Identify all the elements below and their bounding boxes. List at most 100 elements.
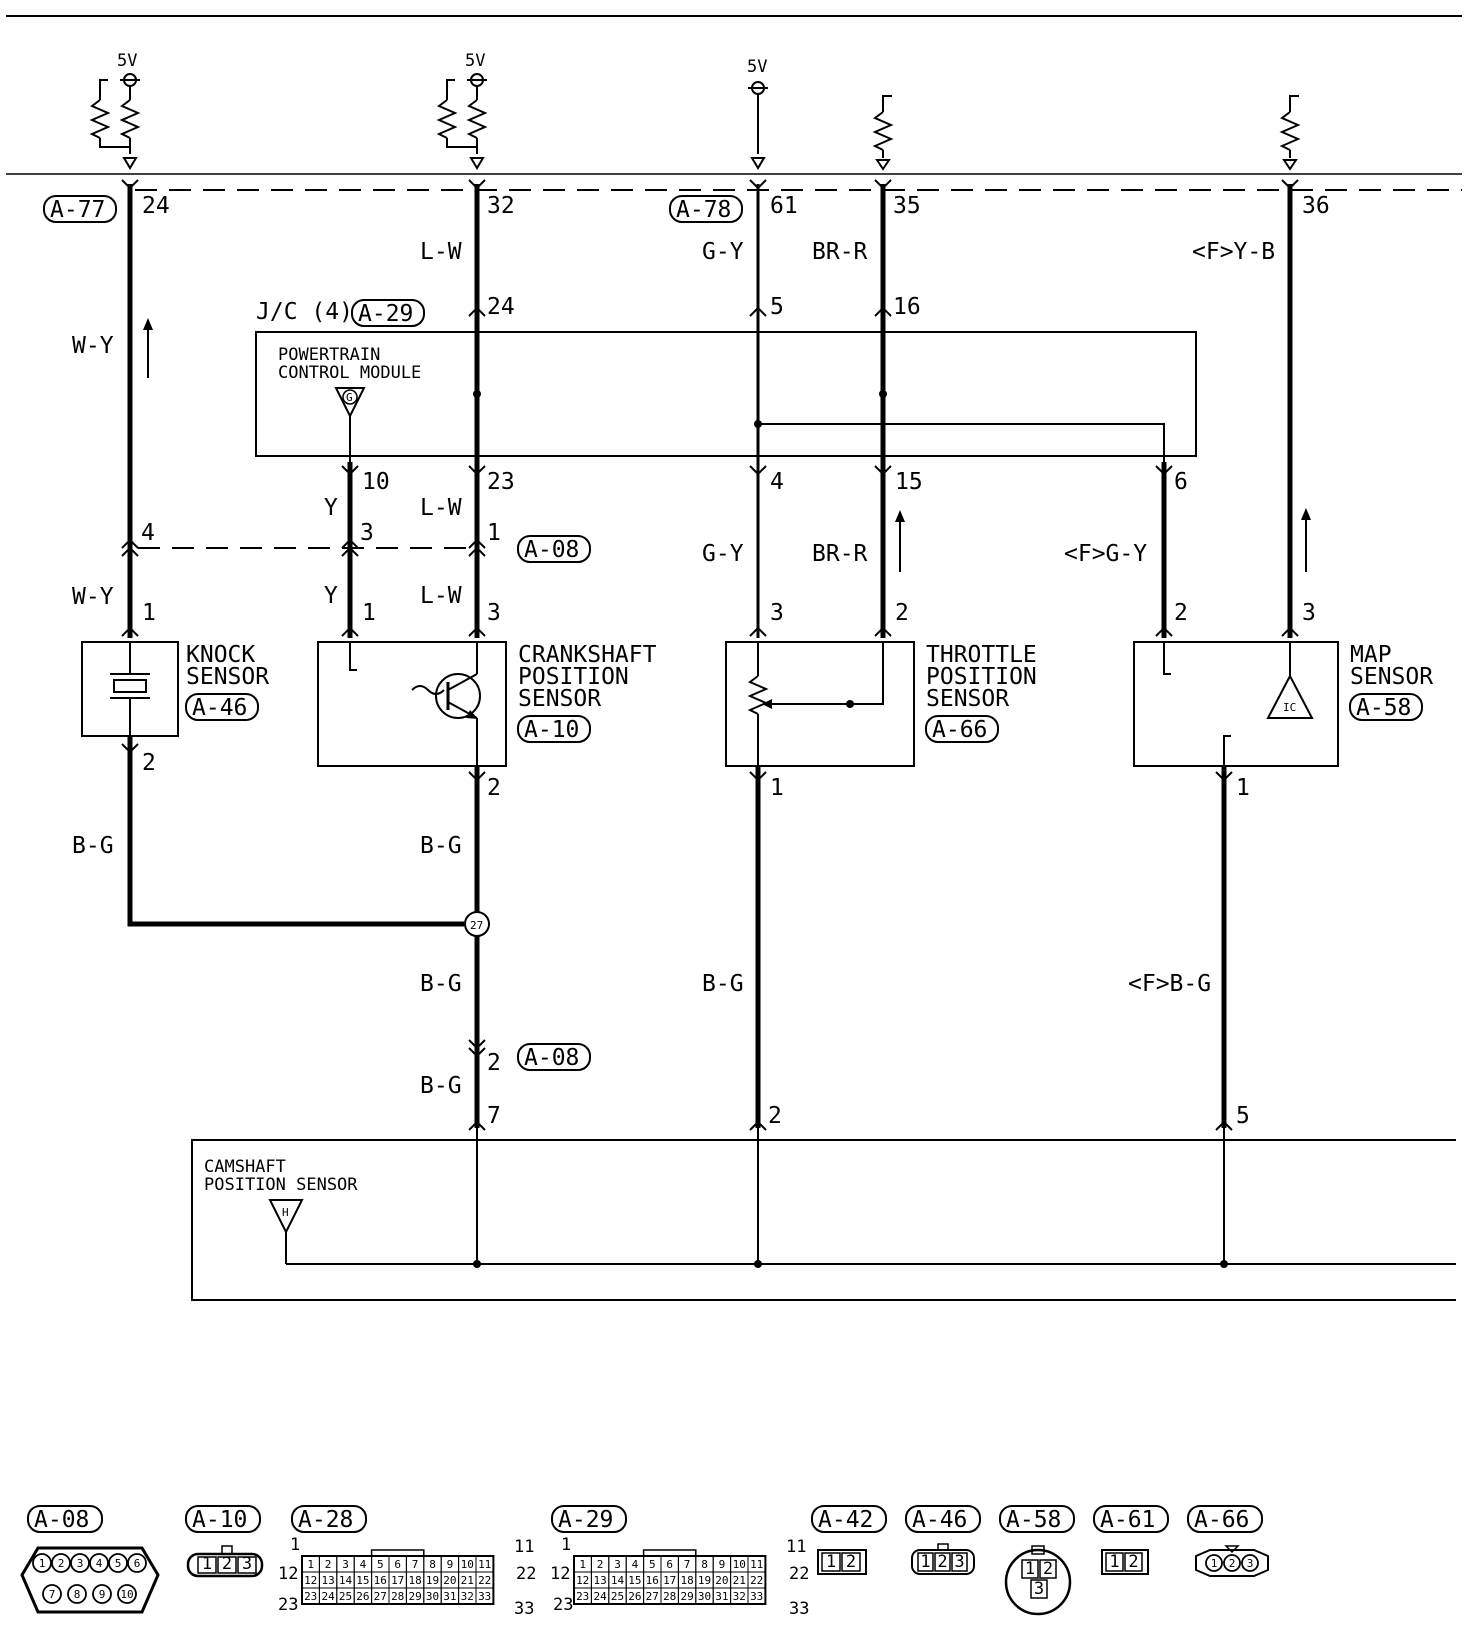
connector-pin bbox=[70, 1553, 90, 1573]
splice-27 bbox=[464, 911, 490, 937]
pin-number: 2 bbox=[846, 1552, 856, 1572]
svg-text:A-28: A-28 bbox=[298, 1507, 353, 1533]
pin-number: 11 bbox=[478, 1558, 491, 1571]
svg-text:B-G: B-G bbox=[702, 971, 744, 997]
pin-number: 1 bbox=[1211, 1557, 1218, 1570]
pin-number: 6 bbox=[394, 1558, 401, 1571]
svg-text:A-29: A-29 bbox=[558, 1507, 613, 1533]
svg-text:A-42: A-42 bbox=[818, 1507, 873, 1533]
svg-text:2: 2 bbox=[487, 1050, 501, 1076]
pin-number: 1 bbox=[39, 1557, 46, 1570]
svg-text:POWERTRAIN: POWERTRAIN bbox=[278, 345, 380, 365]
svg-text:6: 6 bbox=[1174, 469, 1188, 495]
svg-text:POSITION SENSOR: POSITION SENSOR bbox=[204, 1175, 358, 1195]
pin-number: 2 bbox=[597, 1558, 604, 1571]
svg-text:23: 23 bbox=[553, 1595, 573, 1615]
svg-text:SENSOR: SENSOR bbox=[1350, 664, 1433, 690]
pin-number: 18 bbox=[408, 1574, 421, 1587]
pin-number: 10 bbox=[461, 1558, 474, 1571]
svg-text:16: 16 bbox=[893, 294, 921, 320]
pin-number: 30 bbox=[426, 1590, 439, 1603]
svg-text:MAP: MAP bbox=[1350, 642, 1392, 668]
pin-number: 2 bbox=[937, 1552, 947, 1572]
svg-text:1: 1 bbox=[362, 600, 376, 626]
connector-label: A-66 bbox=[932, 717, 987, 743]
connector-label: A-10 bbox=[524, 717, 579, 743]
connector-pin bbox=[42, 1584, 62, 1604]
pin-number: 4 bbox=[360, 1558, 367, 1571]
svg-text:11: 11 bbox=[514, 1537, 534, 1557]
connector-pin bbox=[1223, 1554, 1241, 1572]
svg-text:2: 2 bbox=[1174, 600, 1188, 626]
connector-pin bbox=[821, 1552, 841, 1572]
connector-label: A-77 bbox=[50, 197, 105, 223]
pin-number: 3 bbox=[242, 1554, 252, 1574]
joint-connector-box: J/C (4) A-29 POWERTRAIN CONTROL MODULE G bbox=[255, 299, 1197, 462]
connector-pin bbox=[747, 1587, 766, 1605]
pull-resistor-36 bbox=[1279, 95, 1301, 171]
pin-number: 27 bbox=[374, 1590, 387, 1603]
connector-pin bbox=[217, 1556, 237, 1574]
connector-a08-lower: 2 A-08 bbox=[468, 1039, 591, 1076]
svg-text:27: 27 bbox=[470, 919, 483, 932]
pin-number: 27 bbox=[646, 1590, 659, 1603]
pin-number: 17 bbox=[663, 1574, 676, 1587]
connector-pin bbox=[197, 1556, 217, 1574]
connector-pin bbox=[1039, 1559, 1057, 1579]
connector-legend: A-08 A-10 A-28 A-29 A-42 A-46 A-58 A-61 … bbox=[20, 1505, 1269, 1619]
wire-bg-knock bbox=[127, 736, 464, 927]
svg-text:24: 24 bbox=[142, 193, 170, 219]
svg-text:G-Y: G-Y bbox=[702, 239, 744, 265]
svg-text:SENSOR: SENSOR bbox=[186, 664, 269, 690]
svg-text:CONTROL MODULE: CONTROL MODULE bbox=[278, 363, 421, 383]
svg-text:<F>B-G: <F>B-G bbox=[1128, 971, 1211, 997]
svg-text:4: 4 bbox=[141, 520, 155, 546]
svg-text:2: 2 bbox=[142, 750, 156, 776]
pin-number: 21 bbox=[461, 1574, 474, 1587]
connector-pin bbox=[917, 1552, 934, 1572]
pin-number: 3 bbox=[1034, 1579, 1044, 1599]
pin-number: 21 bbox=[733, 1574, 746, 1587]
pin-number: 26 bbox=[628, 1590, 641, 1603]
svg-text:L-W: L-W bbox=[420, 239, 462, 265]
supply-5v-3: 5V bbox=[747, 57, 768, 170]
connector-pin bbox=[117, 1584, 137, 1604]
svg-text:B-G: B-G bbox=[420, 833, 462, 859]
svg-text:POSITION: POSITION bbox=[518, 664, 629, 690]
pin-number: 24 bbox=[321, 1590, 335, 1603]
pin-number: 7 bbox=[684, 1558, 691, 1571]
pin-number: 15 bbox=[628, 1574, 641, 1587]
svg-text:3: 3 bbox=[1302, 600, 1316, 626]
svg-text:A-08: A-08 bbox=[34, 1507, 89, 1533]
svg-text:<F>G-Y: <F>G-Y bbox=[1064, 541, 1147, 567]
pin-number: 22 bbox=[478, 1574, 491, 1587]
svg-text:1: 1 bbox=[487, 520, 501, 546]
pin-number: 5 bbox=[377, 1558, 384, 1571]
connector-pin bbox=[841, 1552, 861, 1572]
connector-label: A-29 bbox=[358, 301, 413, 327]
svg-text:THROTTLE: THROTTLE bbox=[926, 642, 1037, 668]
pin-number: 29 bbox=[680, 1590, 693, 1603]
pin-number: 14 bbox=[339, 1574, 353, 1587]
connector-pin bbox=[1105, 1552, 1124, 1572]
pin-number: 23 bbox=[576, 1590, 589, 1603]
svg-text:15: 15 bbox=[895, 469, 923, 495]
pin-number: 2 bbox=[58, 1557, 65, 1570]
connector-pin bbox=[1124, 1552, 1143, 1572]
supply-5v-2: 5V bbox=[436, 51, 488, 170]
svg-text:A-61: A-61 bbox=[1100, 1507, 1155, 1533]
svg-text:36: 36 bbox=[1302, 193, 1330, 219]
pin-number: 10 bbox=[733, 1558, 746, 1571]
pin-number: 15 bbox=[356, 1574, 369, 1587]
connector-latch bbox=[642, 1549, 697, 1556]
svg-text:BR-R: BR-R bbox=[812, 239, 868, 265]
pin-number: 30 bbox=[698, 1590, 711, 1603]
connector-pin bbox=[92, 1584, 112, 1604]
pin-number: 8 bbox=[429, 1558, 436, 1571]
svg-text:12: 12 bbox=[550, 1564, 570, 1584]
pin-number: 9 bbox=[719, 1558, 726, 1571]
pin-number: 1 bbox=[1025, 1559, 1035, 1579]
connector-pin bbox=[475, 1587, 494, 1605]
